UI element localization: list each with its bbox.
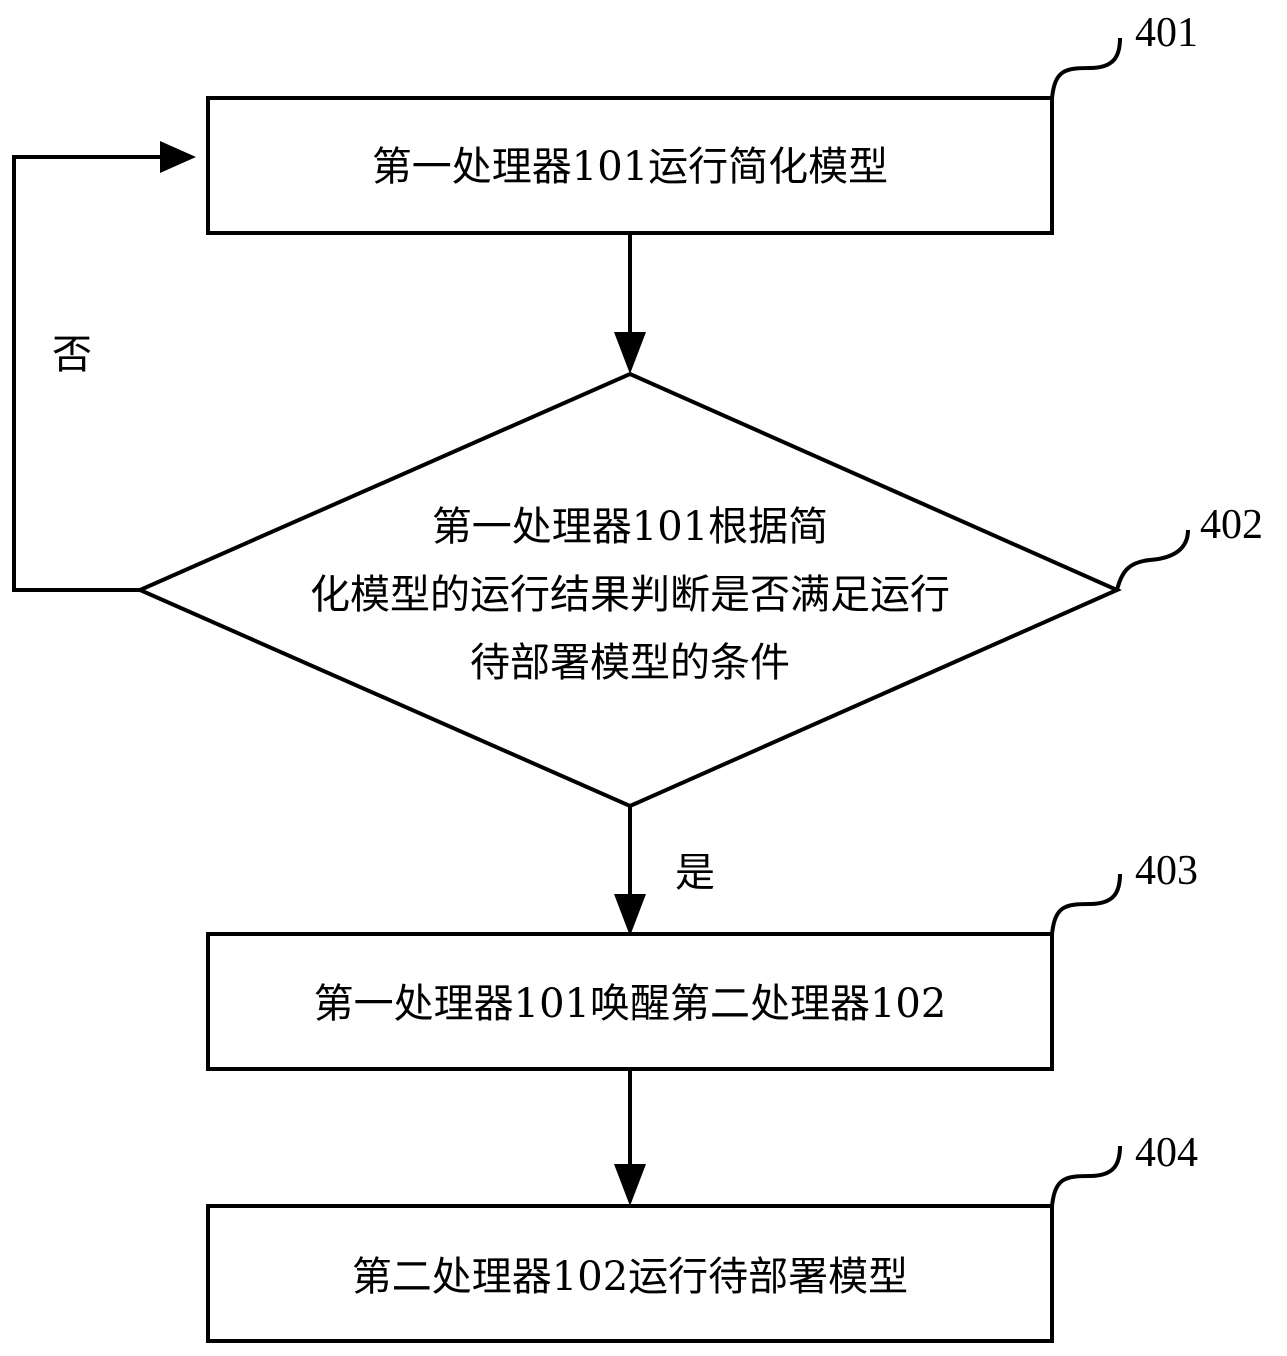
leader-curve (1050, 37, 1122, 99)
ref-label-404: 404 (1135, 1130, 1198, 1176)
ref-401: 401 (1050, 10, 1198, 99)
ref-404: 404 (1050, 1130, 1198, 1207)
leader-curve (1050, 873, 1122, 935)
arrowhead (614, 332, 646, 374)
leader-curve (1115, 529, 1190, 591)
ref-label-401: 401 (1135, 10, 1198, 56)
ref-label-403: 403 (1135, 848, 1198, 894)
leader-curve (1050, 1145, 1122, 1207)
edge-401-402 (614, 233, 646, 374)
edge-403-404 (614, 1069, 646, 1206)
edge-label-yes: 是 (675, 850, 715, 896)
node-402-label-line-3: 待部署模型的条件 (470, 640, 790, 686)
node-402-label-line-1: 第一处理器101根据简 (432, 504, 828, 550)
ref-label-402: 402 (1200, 502, 1263, 548)
ref-403: 403 (1050, 848, 1198, 935)
arrowhead (614, 894, 646, 936)
node-401-label: 第一处理器101运行简化模型 (372, 144, 888, 190)
node-401-box (206, 96, 1054, 235)
edge-402-403 (614, 806, 646, 936)
edge-label-no: 否 (52, 332, 92, 378)
node-402-label-line-2: 化模型的运行结果判断是否满足运行 (310, 572, 950, 618)
arrowhead (614, 1164, 646, 1206)
node-403-label: 第一处理器101唤醒第二处理器102 (314, 981, 947, 1027)
arrowhead (160, 141, 196, 173)
node-404-box (206, 1204, 1054, 1343)
ref-402: 402 (1115, 502, 1263, 591)
node-404-label: 第二处理器102运行待部署模型 (352, 1254, 908, 1300)
edge-402-401-loop (12, 141, 196, 592)
